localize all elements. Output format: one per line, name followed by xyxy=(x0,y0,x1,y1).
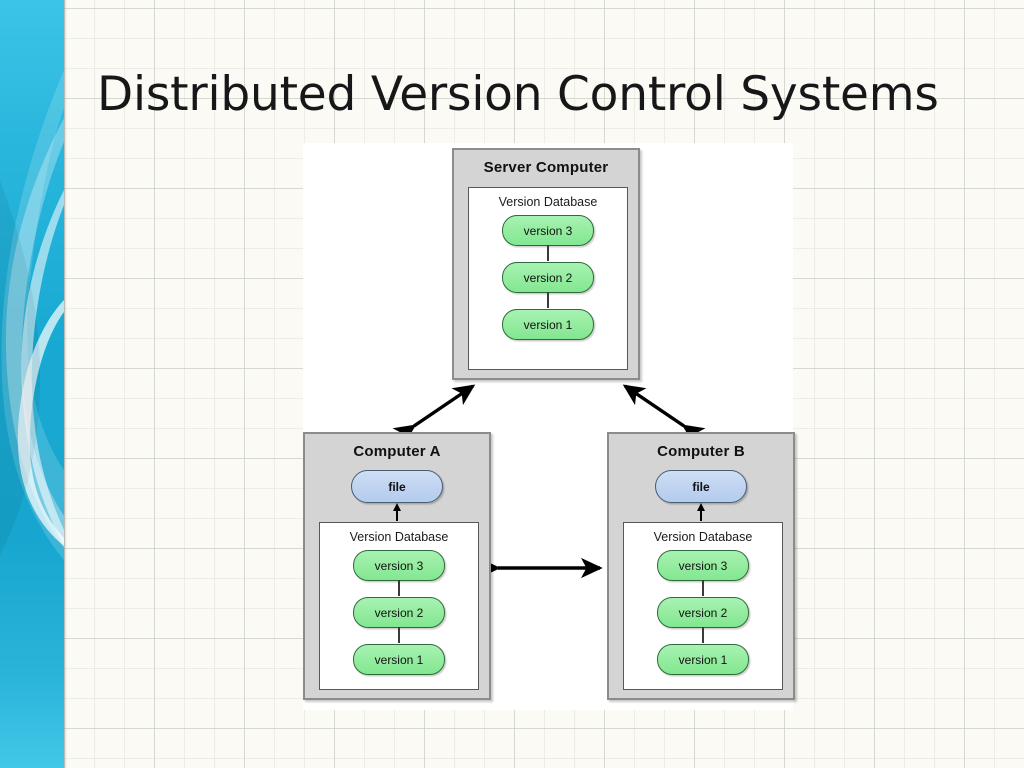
file-pill[interactable]: file xyxy=(351,470,443,503)
db-to-file-arrow-icon xyxy=(393,503,401,521)
version-list: version 3 version 2 version 1 xyxy=(469,215,627,340)
node-title: Computer A xyxy=(353,443,441,460)
version-database-title: Version Database xyxy=(498,195,598,209)
arrow-b-server xyxy=(622,384,706,446)
version-pill[interactable]: version 2 xyxy=(502,262,594,308)
arrow-a-server xyxy=(392,384,476,446)
node-server-computer[interactable]: Server Computer Version Database version… xyxy=(452,148,640,380)
db-to-file-arrow-icon xyxy=(697,503,705,521)
version-list: version 3 version 2 version 1 xyxy=(320,550,478,675)
page-title: Distributed Version Control Systems xyxy=(97,67,939,122)
node-title: Server Computer xyxy=(483,159,609,176)
diagram-canvas: Server Computer Version Database version… xyxy=(303,143,795,710)
version-database-box: Version Database version 3 version 2 ver… xyxy=(319,522,479,690)
version-pill[interactable]: version 3 xyxy=(502,215,594,261)
version-database-box: Version Database version 3 version 2 ver… xyxy=(623,522,783,690)
node-title: Computer B xyxy=(657,443,745,460)
slide-accent-band xyxy=(0,0,64,768)
version-pill[interactable]: version 1 xyxy=(657,644,749,675)
version-pill[interactable]: version 3 xyxy=(353,550,445,596)
version-list: version 3 version 2 version 1 xyxy=(624,550,782,675)
version-pill[interactable]: version 2 xyxy=(657,597,749,643)
version-pill[interactable]: version 2 xyxy=(353,597,445,643)
version-database-box: Version Database version 3 version 2 ver… xyxy=(468,187,628,370)
version-pill[interactable]: version 1 xyxy=(502,309,594,340)
accent-band-swoosh xyxy=(0,70,64,560)
version-database-title: Version Database xyxy=(349,530,449,544)
file-pill[interactable]: file xyxy=(655,470,747,503)
version-pill[interactable]: version 1 xyxy=(353,644,445,675)
version-pill[interactable]: version 3 xyxy=(657,550,749,596)
node-computer-b[interactable]: Computer B file Version Database version… xyxy=(607,432,795,700)
version-database-title: Version Database xyxy=(653,530,753,544)
node-computer-a[interactable]: Computer A file Version Database version… xyxy=(303,432,491,700)
accent-band-edge xyxy=(64,0,67,768)
